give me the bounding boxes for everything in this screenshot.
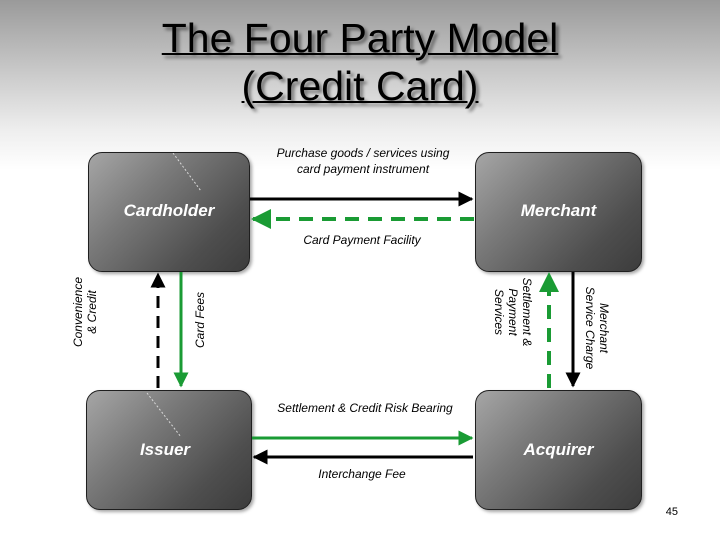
merchant-service-line-2: Service Charge xyxy=(583,286,597,370)
issuer-label: Issuer xyxy=(139,440,191,459)
cardholder-box: Cardholder xyxy=(88,152,250,272)
acquirer-box: Acquirer xyxy=(475,390,642,510)
issuer-box: Issuer xyxy=(86,390,252,510)
settlement-credit-risk-caption: Settlement & Credit Risk Bearing xyxy=(277,401,453,415)
cardholder-label: Cardholder xyxy=(123,201,215,220)
merchant-service-line-1: Merchant xyxy=(597,302,611,354)
merchant-label: Merchant xyxy=(520,201,597,220)
settlement-payment-line-2: Payment xyxy=(506,288,520,336)
slide-title-line-2: (Credit Card) xyxy=(241,63,479,109)
convenience-credit-line-2: & Credit xyxy=(85,290,99,334)
settlement-payment-line-1: Settlement & xyxy=(520,277,534,347)
settlement-payment-caption: Settlement & Payment Services xyxy=(492,257,534,367)
convenience-credit-line-1: Convenience xyxy=(71,276,85,348)
convenience-credit-caption: Convenience & Credit xyxy=(71,257,99,367)
acquirer-label: Acquirer xyxy=(523,440,594,459)
settlement-payment-line-3: Services xyxy=(492,288,506,335)
merchant-box: Merchant xyxy=(475,152,642,272)
slide-number: 45 xyxy=(665,506,678,518)
purchase-caption: Purchase goods / services using card pay… xyxy=(276,146,450,176)
card-payment-facility-caption: Card Payment Facility xyxy=(303,233,421,247)
slide-title: The Four Party Model (Credit Card) xyxy=(0,14,720,110)
slide-title-line-1: The Four Party Model xyxy=(161,15,559,61)
interchange-fee-caption: Interchange Fee xyxy=(318,467,406,481)
card-fees-line: Card Fees xyxy=(193,291,207,349)
merchant-service-charge-caption: Merchant Service Charge xyxy=(583,268,611,388)
card-fees-caption: Card Fees xyxy=(193,275,207,365)
